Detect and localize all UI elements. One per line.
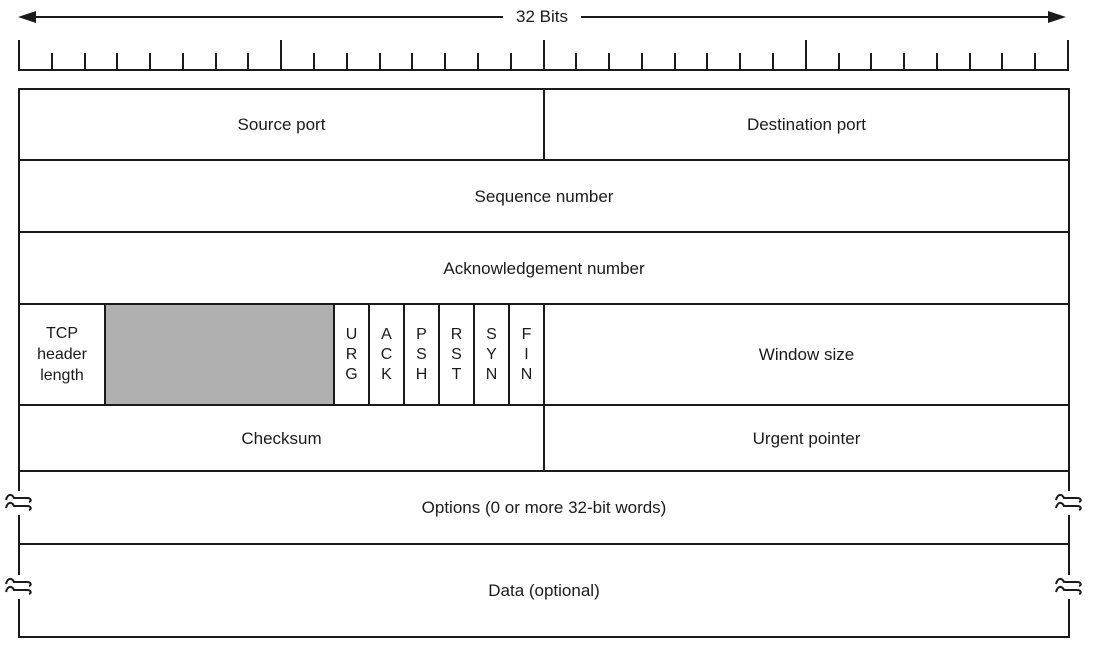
ruler-tick: [608, 53, 610, 69]
ruler-tick: [870, 53, 872, 69]
field-urgent-pointer: Urgent pointer: [543, 406, 1068, 470]
ruler-tick: [838, 53, 840, 69]
field-checksum: Checksum: [241, 428, 322, 448]
row-options: Options (0 or more 32-bit words): [20, 470, 1068, 543]
ruler-tick: [936, 53, 938, 69]
ruler-tick: [969, 53, 971, 69]
row-data: Data (optional): [20, 543, 1068, 636]
reserved-field: [104, 305, 333, 404]
field-options: Options (0 or more 32-bit words): [421, 498, 667, 517]
ruler-tick: [280, 40, 282, 69]
row-sequence-number: Sequence number: [20, 159, 1068, 231]
ruler-tick: [346, 53, 348, 69]
field-source-port: Source port: [237, 115, 326, 134]
ruler-tick: [706, 53, 708, 69]
ruler-tick: [674, 53, 676, 69]
field-sequence-number: Sequence number: [474, 186, 614, 206]
field-acknowledgement-number: Acknowledgement number: [443, 258, 645, 278]
row-acknowledgement-number: Acknowledgement number: [20, 231, 1068, 303]
bit-ruler: [18, 38, 1069, 71]
ruler-tick: [477, 53, 479, 69]
ruler-tick: [247, 53, 249, 69]
bit-width-annotation: 32 Bits: [18, 7, 1067, 27]
field-data: Data (optional): [488, 581, 600, 600]
row-checksum: Checksum Urgent pointer: [20, 404, 1068, 470]
ruler-tick: [575, 53, 577, 69]
arrowhead-left-icon: [18, 11, 36, 23]
ruler-tick: [510, 53, 512, 69]
break-mark-left-options-icon: [5, 491, 32, 515]
break-mark-left-data-icon: [5, 575, 32, 599]
arrowhead-right-icon: [1048, 11, 1067, 23]
bits-label: 32 Bits: [516, 7, 568, 26]
break-mark-right-options-icon: [1055, 491, 1082, 515]
ruler-tick: [641, 53, 643, 69]
ruler-tick: [149, 53, 151, 69]
arrow-line-left: [36, 16, 504, 18]
ruler-tick: [411, 53, 413, 69]
ruler-tick: [444, 53, 446, 69]
ruler-tick: [543, 40, 545, 69]
break-mark-right-data-icon: [1055, 575, 1082, 599]
ruler-tick: [1034, 53, 1036, 69]
arrow-line-right: [581, 16, 1049, 18]
ruler-tick: [18, 40, 20, 69]
field-window-size: Window size: [543, 305, 1068, 404]
row-ports: Source port Destination port: [20, 90, 1068, 159]
field-destination-port: Destination port: [543, 90, 1068, 159]
ruler-tick: [379, 53, 381, 69]
ruler-tick: [51, 53, 53, 69]
ruler-tick: [1001, 53, 1003, 69]
ruler-tick: [313, 53, 315, 69]
ruler-tick: [903, 53, 905, 69]
ruler-tick: [739, 53, 741, 69]
ruler-tick: [805, 40, 807, 69]
ruler-tick: [215, 53, 217, 69]
ruler-tick: [1067, 40, 1069, 69]
ruler-tick: [84, 53, 86, 69]
tcp-header-table: Source port Destination port Sequence nu…: [18, 88, 1070, 638]
ruler-tick: [116, 53, 118, 69]
ruler-tick: [182, 53, 184, 69]
ruler-tick: [772, 53, 774, 69]
